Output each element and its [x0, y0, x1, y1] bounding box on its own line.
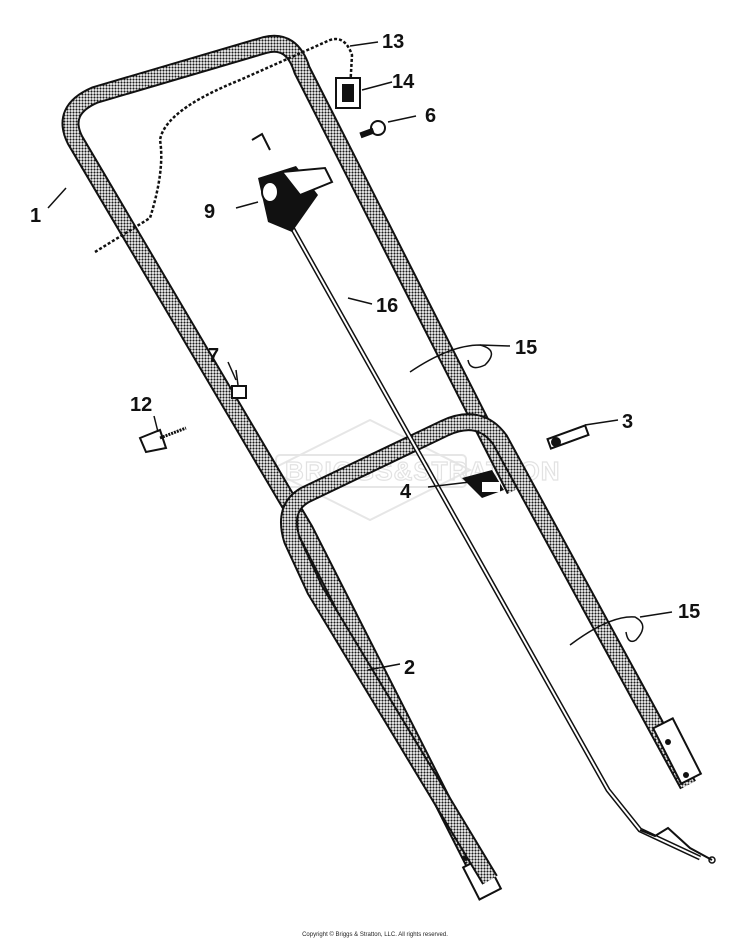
knob-12: [138, 426, 187, 454]
control-cable: [94, 37, 354, 254]
callout-3: 3: [622, 411, 633, 433]
callout-7: 7: [208, 345, 219, 367]
callout-12: 12: [130, 394, 152, 416]
callout-13: 13: [382, 31, 404, 53]
cable-tie-lower: [569, 616, 644, 646]
leader-lines: [47, 41, 673, 671]
callout-1: 1: [30, 205, 41, 227]
cable-clip: [335, 77, 361, 109]
bolt-3: [546, 424, 590, 450]
knob-4: [462, 470, 504, 498]
cable-tie-upper: [409, 344, 493, 373]
callout-2: 2: [404, 657, 415, 679]
callout-15-upper: 15: [515, 337, 537, 359]
copyright-notice: Copyright © Briggs & Stratton, LLC. All …: [302, 932, 448, 938]
callout-9: 9: [204, 201, 215, 223]
lower-handle: [280, 413, 703, 885]
callout-6: 6: [425, 105, 436, 127]
callouts: 1 2 3 4 6 7 9 12 13 14 15 15 16: [30, 31, 700, 679]
callout-15-lower: 15: [678, 601, 700, 623]
nut-7: [231, 369, 247, 399]
control-rod: [282, 213, 716, 864]
control-bracket: [251, 132, 334, 232]
bolt-6: [359, 120, 386, 139]
callout-4: 4: [400, 481, 412, 503]
callout-16: 16: [376, 295, 398, 317]
callout-14: 14: [392, 71, 415, 93]
